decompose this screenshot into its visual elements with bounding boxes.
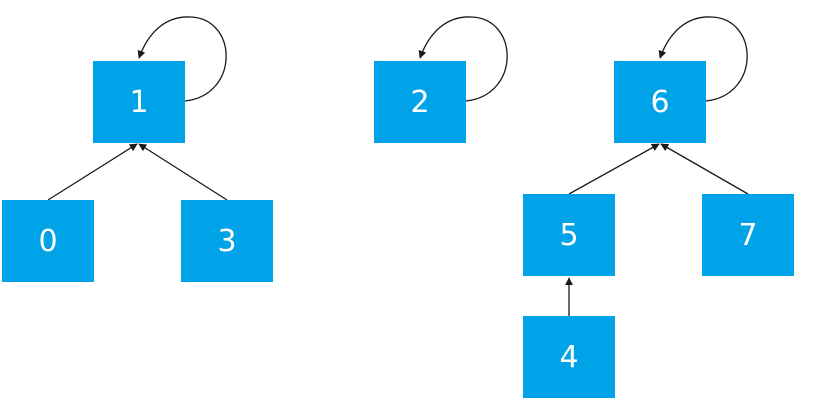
- node-2-label: 2: [410, 84, 430, 120]
- node-1: 1: [93, 61, 185, 143]
- node-7-label: 7: [738, 217, 758, 253]
- node-4-label: 4: [559, 339, 579, 375]
- node-0-label: 0: [38, 223, 58, 259]
- node-3-label: 3: [217, 223, 237, 259]
- node-1-label: 1: [129, 84, 149, 120]
- self-loop-2: [418, 16, 508, 102]
- node-2: 2: [374, 61, 466, 143]
- node-5: 5: [523, 194, 615, 276]
- node-5-label: 5: [559, 217, 579, 253]
- edge-7-to-6: [660, 143, 749, 195]
- self-loop-6: [658, 16, 748, 102]
- self-loop-1: [137, 16, 227, 102]
- node-7: 7: [702, 194, 794, 276]
- node-6: 6: [614, 61, 706, 143]
- edge-3-to-1: [138, 143, 228, 201]
- node-6-label: 6: [650, 84, 670, 120]
- node-4: 4: [523, 316, 615, 398]
- node-0: 0: [2, 200, 94, 282]
- edge-0-to-1: [47, 143, 138, 201]
- edge-5-to-6: [568, 143, 660, 195]
- node-3: 3: [181, 200, 273, 282]
